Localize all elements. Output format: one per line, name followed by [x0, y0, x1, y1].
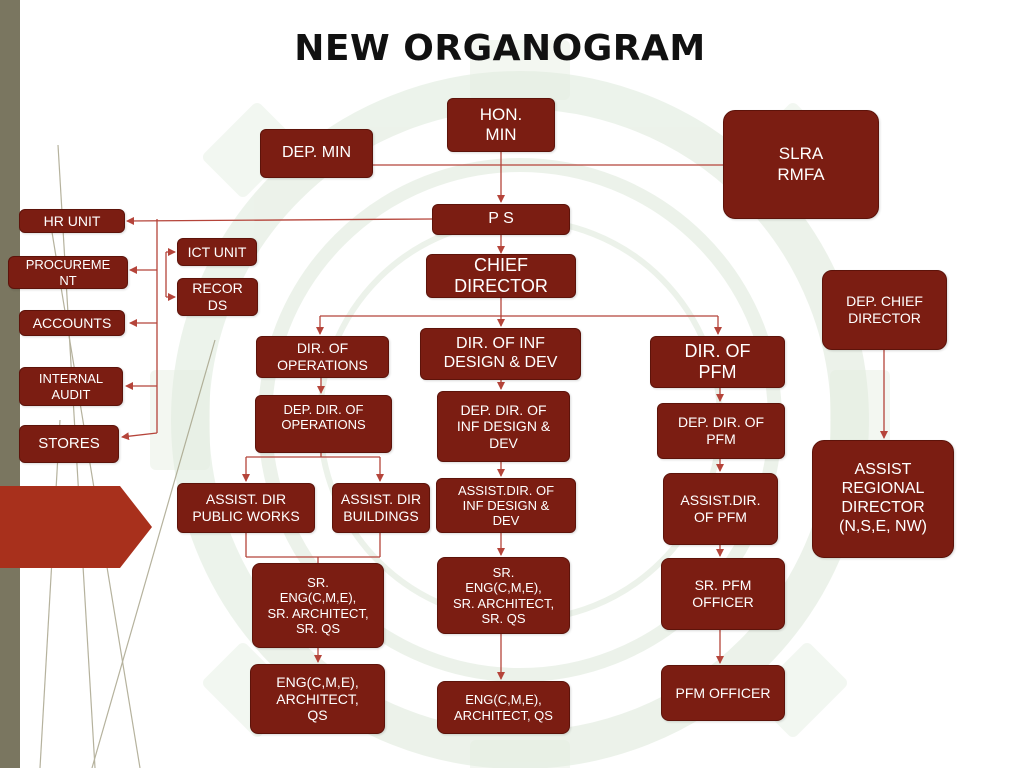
- box-eng-inf: ENG(C,M,E), ARCHITECT, QS: [437, 681, 570, 734]
- box-eng-operations: ENG(C,M,E), ARCHITECT, QS: [250, 664, 385, 734]
- box-dir-operations: DIR. OF OPERATIONS: [256, 336, 389, 378]
- box-records: RECOR DS: [177, 278, 258, 316]
- box-accounts: ACCOUNTS: [19, 310, 125, 336]
- sidebar-strip: [0, 0, 20, 768]
- page-title: NEW ORGANOGRAM: [294, 28, 706, 69]
- box-slra-rmfa: SLRA RMFA: [723, 110, 879, 219]
- box-assist-regional-director: ASSIST REGIONAL DIRECTOR (N,S,E, NW): [812, 440, 954, 558]
- box-stores: STORES: [19, 425, 119, 463]
- box-dir-pfm: DIR. OF PFM: [650, 336, 785, 388]
- box-dep-dir-pfm: DEP. DIR. OF PFM: [657, 403, 785, 459]
- box-sr-eng-operations: SR. ENG(C,M,E), SR. ARCHITECT, SR. QS: [252, 563, 384, 648]
- box-assist-dir-buildings: ASSIST. DIR BUILDINGS: [332, 483, 430, 533]
- box-hon-min: HON. MIN: [447, 98, 555, 152]
- box-assist-dir-inf-design: ASSIST.DIR. OF INF DESIGN & DEV: [436, 478, 576, 533]
- box-ict-unit: ICT UNIT: [177, 238, 257, 266]
- box-hr-unit: HR UNIT: [19, 209, 125, 233]
- box-assist-dir-pfm: ASSIST.DIR. OF PFM: [663, 473, 778, 545]
- box-internal-audit: INTERNAL AUDIT: [19, 367, 123, 406]
- box-procurement: PROCUREME NT: [8, 256, 128, 289]
- box-pfm-officer: PFM OFFICER: [661, 665, 785, 721]
- box-dir-inf-design: DIR. OF INF DESIGN & DEV: [420, 328, 581, 380]
- box-ps: P S: [432, 204, 570, 235]
- box-chief-director: CHIEF DIRECTOR: [426, 254, 576, 298]
- box-sr-pfm-officer: SR. PFM OFFICER: [661, 558, 785, 630]
- box-dep-chief-director: DEP. CHIEF DIRECTOR: [822, 270, 947, 350]
- box-dep-dir-inf-design: DEP. DIR. OF INF DESIGN & DEV: [437, 391, 570, 462]
- box-sr-eng-inf: SR. ENG(C,M,E), SR. ARCHITECT, SR. QS: [437, 557, 570, 634]
- box-assist-dir-public-works: ASSIST. DIR PUBLIC WORKS: [177, 483, 315, 533]
- box-dep-dir-operations: DEP. DIR. OF OPERATIONS: [255, 395, 392, 453]
- box-dep-min: DEP. MIN: [260, 129, 373, 178]
